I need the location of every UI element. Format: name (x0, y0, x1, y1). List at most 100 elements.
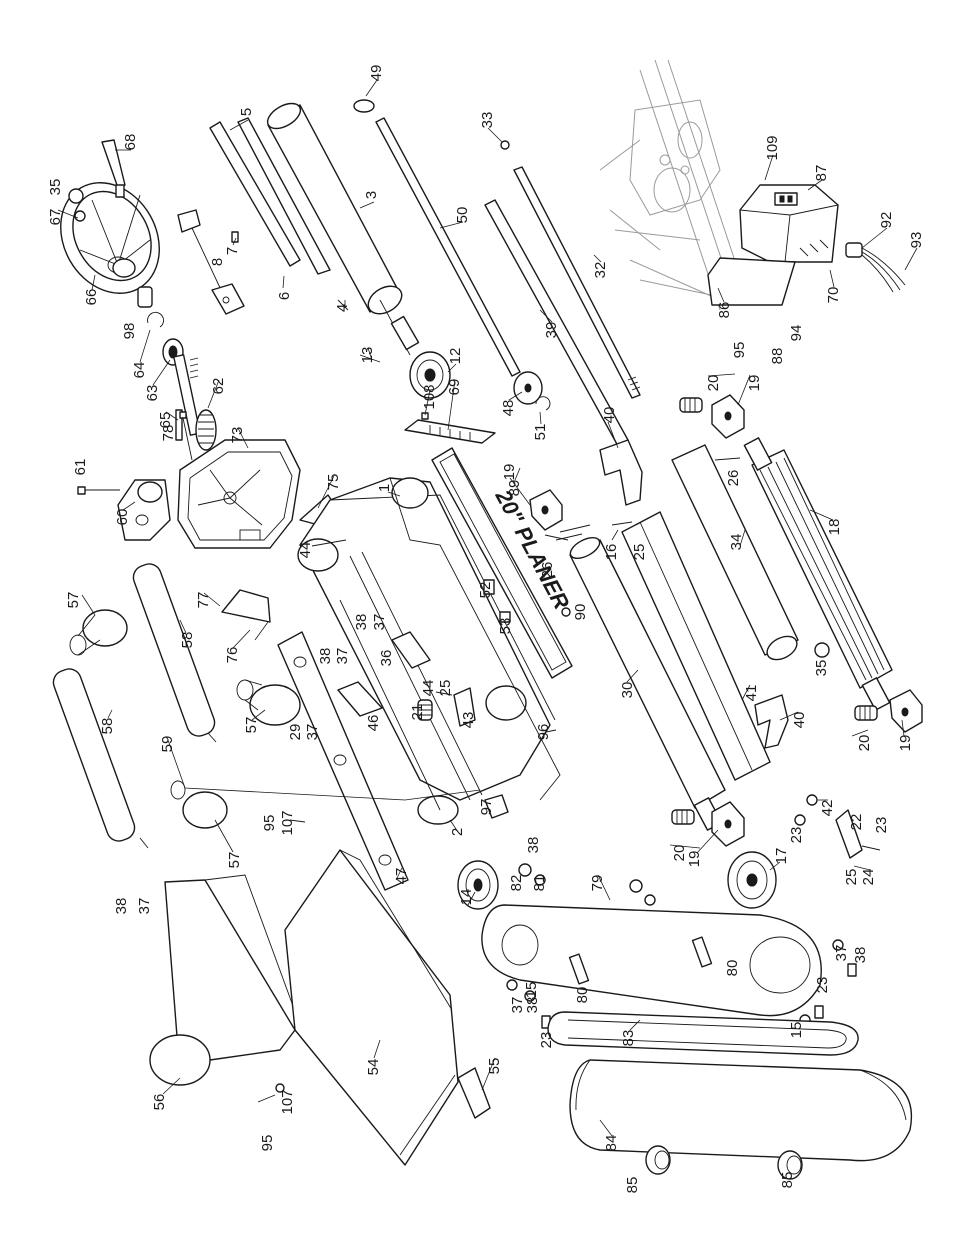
callout-c20a: 20 (705, 375, 722, 392)
callout-c47: 47 (393, 868, 410, 885)
upper-roller-58 (132, 563, 217, 743)
callout-c37a: 37 (371, 614, 388, 631)
callout-c73: 73 (229, 427, 246, 444)
callout-c96: 96 (535, 724, 552, 741)
standoff-80a (568, 953, 590, 985)
callout-c60: 60 (114, 509, 131, 526)
callout-c22: 22 (848, 814, 865, 831)
callout-c93: 93 (908, 232, 925, 249)
gearbox (177, 439, 301, 549)
callout-c54: 54 (365, 1059, 382, 1076)
callout-c83: 83 (620, 1030, 637, 1047)
pulley-17 (727, 851, 777, 909)
callout-c64: 64 (131, 362, 148, 379)
callout-c109: 109 (764, 135, 781, 160)
part-52 (483, 579, 495, 595)
roller-bracket-57-mid (236, 679, 301, 726)
callout-c21: 21 (409, 704, 426, 721)
bolt-78 (179, 411, 193, 461)
callout-c107a: 107 (279, 810, 296, 835)
callout-c29: 29 (287, 724, 304, 741)
shaft-32 (500, 140, 641, 399)
head-casting (297, 477, 561, 825)
callout-c30: 30 (619, 682, 636, 699)
handwheel-handle (101, 139, 126, 198)
pin-26a (714, 457, 741, 461)
dust-hood-56 (149, 874, 301, 1086)
callout-c43: 43 (460, 712, 477, 729)
callout-c4: 4 (334, 304, 351, 312)
callout-c75: 75 (325, 474, 342, 491)
key-13 (359, 354, 381, 363)
standoff-80b (691, 936, 713, 968)
callout-c25b: 25 (843, 869, 860, 886)
callout-c19a: 19 (746, 375, 763, 392)
callout-c48: 48 (500, 400, 517, 417)
spring-20c (854, 705, 878, 721)
screw-24 (853, 865, 871, 871)
callout-c38e: 38 (524, 997, 541, 1014)
callout-c53: 53 (497, 618, 514, 635)
washer-107 (275, 1083, 285, 1093)
callout-c42: 42 (819, 800, 836, 817)
callout-c25a: 25 (631, 544, 648, 561)
callout-c85b: 85 (779, 1172, 796, 1189)
plate-97 (484, 794, 509, 819)
callout-c20b: 20 (671, 845, 688, 862)
part-53 (499, 611, 511, 623)
magnetic-switch (739, 184, 839, 263)
knob-85b (777, 1150, 803, 1180)
callout-c52: 52 (477, 582, 494, 599)
callout-c84: 84 (603, 1135, 620, 1152)
sprocket-48 (513, 371, 543, 405)
screw-96 (545, 729, 557, 733)
callout-c23b: 23 (788, 827, 805, 844)
callout-c82: 82 (508, 875, 525, 892)
callout-c23c: 23 (538, 1032, 555, 1049)
nut-35 (68, 188, 84, 204)
washer-67 (74, 210, 86, 222)
clip-51 (535, 396, 551, 411)
outfeed-roller-18 (743, 437, 893, 711)
callout-c18: 18 (826, 519, 843, 536)
washer-79 (644, 894, 656, 906)
bracket-43 (453, 687, 476, 727)
callout-c24: 24 (860, 869, 877, 886)
callout-c70: 70 (825, 287, 842, 304)
bracket-40a (599, 439, 643, 506)
callout-c17: 17 (773, 848, 790, 865)
callout-c44a: 44 (297, 542, 314, 559)
callout-c81: 81 (531, 875, 548, 892)
bearing-12 (409, 351, 451, 399)
callout-c5: 5 (238, 108, 255, 116)
gib-6 (237, 117, 331, 275)
callout-c35b: 35 (813, 660, 830, 677)
shaft-50 (353, 99, 521, 377)
callout-c26b: 26 (539, 562, 556, 579)
callout-c50: 50 (454, 207, 471, 224)
block-19b (529, 489, 563, 531)
callout-c46: 46 (365, 715, 382, 732)
belt-guard-bracket-79 (481, 904, 822, 1017)
worm-shaft (173, 354, 217, 451)
callout-c7: 7 (224, 247, 241, 255)
callout-c57b: 57 (243, 717, 260, 734)
callout-c37f: 37 (833, 945, 850, 962)
callout-c3: 3 (363, 191, 380, 199)
callout-c89: 89 (506, 480, 523, 497)
callout-c12: 12 (447, 348, 464, 365)
callout-c94: 94 (788, 325, 805, 342)
callout-c15a: 15 (523, 982, 540, 999)
clip-64 (147, 311, 164, 328)
callout-c8: 8 (209, 258, 226, 266)
callout-c25c: 25 (437, 680, 454, 697)
nut-35b (814, 642, 830, 658)
screw-7 (231, 231, 239, 243)
callout-c87: 87 (813, 165, 830, 182)
callout-c88: 88 (769, 348, 786, 365)
callout-c37d: 37 (136, 898, 153, 915)
callout-c86: 86 (716, 302, 733, 319)
callout-c38f: 38 (852, 947, 869, 964)
callout-c19d: 19 (897, 735, 914, 752)
callout-c19b: 19 (501, 464, 518, 481)
